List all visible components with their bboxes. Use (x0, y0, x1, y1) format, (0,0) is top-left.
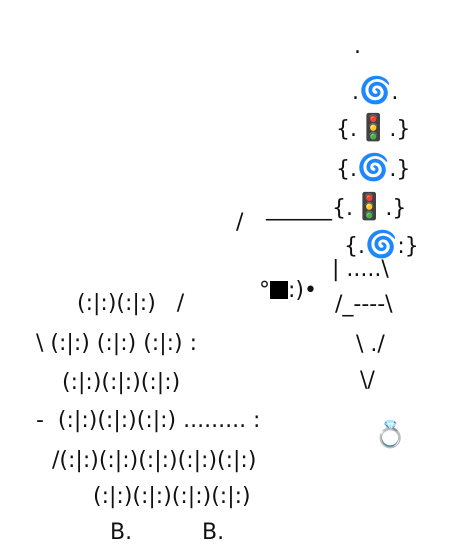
bottom-line-2: \ (:|:) (:|:) (:|:) : (36, 331, 198, 356)
tower-brace-open: {. (336, 117, 357, 142)
stick: / (236, 210, 244, 235)
cyclone-icon: 🌀 (365, 230, 398, 260)
cyclone-icon: 🌀 (359, 76, 392, 106)
traffic-light-icon: 🚦 (353, 192, 386, 222)
square-shape (270, 281, 288, 299)
cyclone-icon: 🌀 (357, 153, 390, 183)
bottom-line-5: /(:|:)(:|:)(:|:)(:|:)(:|:) (52, 448, 257, 473)
face-eye: ° (259, 278, 270, 303)
tower-dot: . (354, 34, 361, 59)
tower-brace-open: {. (344, 234, 365, 259)
tower-brace-close: .} (385, 196, 407, 221)
ring-icon: 💍 (374, 420, 407, 450)
bottom-line-3: (:|:)(:|:)(:|:) (62, 370, 181, 395)
face-mouth: :)• (288, 278, 317, 303)
bag-v: \/ (360, 368, 375, 393)
bag-top: | .....\ (332, 257, 389, 282)
tower-brace-close: .} (389, 117, 411, 142)
bottom-line-6: (:|:)(:|:)(:|:)(:|:) (93, 484, 251, 509)
tower-brace-open: {. (332, 196, 353, 221)
traffic-light-icon: 🚦 (357, 113, 390, 143)
tower-row-3: {.🌀.} (322, 133, 410, 181)
bag-mid: /_----\ (335, 292, 393, 317)
tower-row-1-right: . (391, 80, 399, 105)
tower-row-4: ______{.🚦.} (252, 172, 406, 220)
tower-brace-open: {. (336, 157, 357, 182)
tower-brace-close: .} (389, 157, 411, 182)
bag-low: \ ./ (356, 332, 385, 357)
ring-line: 💍 (360, 400, 406, 448)
bottom-line-1: (:|:)(:|:) / (77, 291, 185, 316)
tower-line: ______ (266, 196, 332, 221)
tower-row-1: .🌀. (338, 56, 398, 104)
bottom-line-4: - (:|:)(:|:)(:|:) ......... : (36, 408, 261, 433)
tower-row-2: {.🚦.} (322, 93, 410, 141)
tower-row-1-left: . (352, 80, 359, 105)
tower-brace-close: :} (397, 234, 419, 259)
face: ° :)• (245, 258, 317, 302)
bottom-line-7: B. B. (110, 520, 225, 545)
tower-row-5: {.🌀:} (330, 210, 419, 258)
